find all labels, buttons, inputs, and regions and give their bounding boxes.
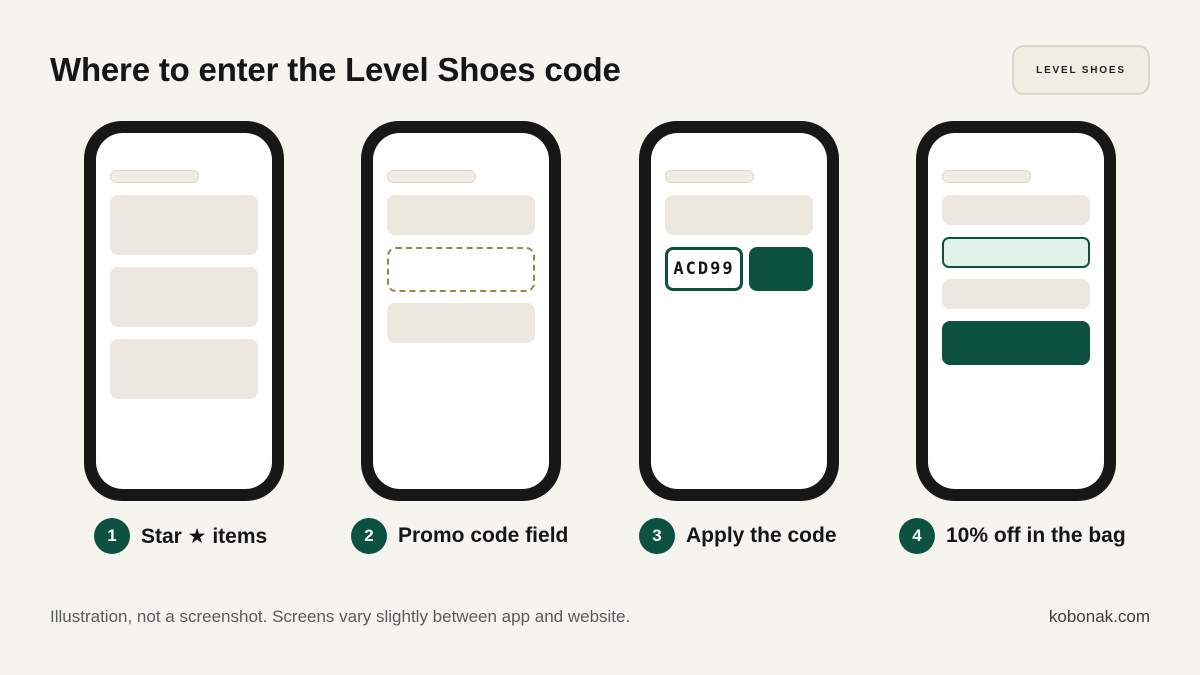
step-number-badge: 1 (94, 518, 130, 554)
placeholder-row (942, 279, 1090, 309)
placeholder-header-bar (387, 170, 476, 183)
disclaimer-note: Illustration, not a screenshot. Screens … (50, 607, 631, 626)
discount-line-highlight (942, 237, 1090, 268)
placeholder-item-card (110, 195, 258, 255)
step-label: 10% off in the bag (946, 524, 1126, 547)
phone-screen (96, 133, 272, 489)
step-number-badge: 3 (639, 518, 675, 554)
promo-code-field-highlight (387, 247, 535, 292)
promo-code-input-illustration: ACD99 (665, 247, 743, 291)
phone-mockup-apply-code: ACD99 (639, 121, 839, 501)
phone-screen (928, 133, 1104, 489)
apply-button-illustration (749, 247, 813, 291)
phone-screen: ACD99 (651, 133, 827, 489)
step-3-caption: 3 Apply the code (639, 517, 837, 555)
page-title: Where to enter the Level Shoes code (50, 51, 621, 88)
placeholder-header-bar (110, 170, 199, 183)
step-number-badge: 4 (899, 518, 935, 554)
step-label: Promo code field (398, 524, 569, 547)
brand-badge: LEVEL SHOES (1012, 45, 1150, 95)
checkout-button-illustration (942, 321, 1090, 365)
step-2-caption: 2 Promo code field (351, 517, 568, 555)
placeholder-row (387, 195, 535, 235)
placeholder-item-card (110, 267, 258, 327)
step-number-badge: 2 (351, 518, 387, 554)
phone-mockup-star-items (84, 121, 284, 501)
phone-screen (373, 133, 549, 489)
phone-mockup-bag-discount (916, 121, 1116, 501)
step-4-caption: 4 10% off in the bag (899, 517, 1126, 555)
placeholder-header-bar (942, 170, 1031, 183)
step-label: Star ★ items (141, 524, 268, 548)
placeholder-row (387, 303, 535, 343)
phone-mockup-promo-field (361, 121, 561, 501)
site-credit: kobonak.com (1048, 607, 1150, 626)
placeholder-row (665, 195, 813, 235)
step-1-caption: 1 Star ★ items (94, 517, 267, 555)
placeholder-item-card (110, 339, 258, 399)
placeholder-header-bar (665, 170, 754, 183)
step-label: Apply the code (686, 524, 837, 547)
placeholder-row (942, 195, 1090, 225)
